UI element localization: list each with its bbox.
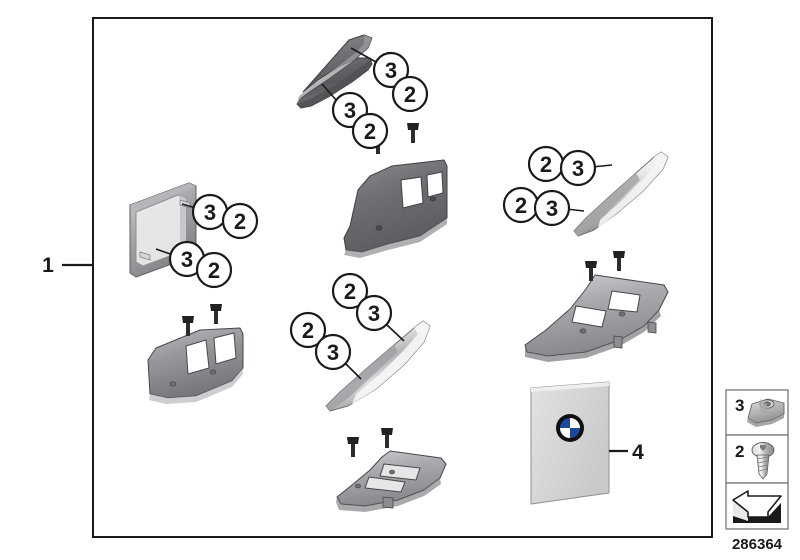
screw-icon [182, 316, 194, 336]
legend-item-screw: 2 [725, 434, 789, 484]
label-1: 1 [42, 254, 93, 277]
callout-3-left-panel: 3 [191, 193, 229, 231]
part-right-bracket [524, 251, 669, 362]
diagram-code-text: 286364 [732, 536, 783, 553]
legend-item-0-number: 3 [735, 396, 744, 415]
callout-circle [331, 272, 369, 310]
callout-2-top-center-trim: 2 [351, 112, 389, 150]
callout-3-center-blade: 3 [314, 333, 352, 371]
diagram-frame [92, 17, 713, 538]
clip-nut-icon [747, 398, 785, 427]
arrow-3d-icon [725, 482, 789, 530]
callout-2-center-blade: 2 [289, 311, 327, 349]
callout-2-right-blade: 2 [527, 145, 565, 183]
callout-number: 2 [540, 152, 552, 177]
callout-number: 3 [385, 58, 397, 83]
callout-number: 3 [546, 196, 558, 221]
callout-circle [195, 251, 233, 289]
legend-item-clip-nut: 3 [725, 389, 789, 436]
callout-number: 3 [344, 98, 356, 123]
callout-3-right-blade: 3 [559, 149, 597, 187]
legend-panel: 3 2 [725, 389, 789, 553]
callout-circle [533, 189, 571, 227]
screw-icon [613, 251, 625, 271]
screw-icon [381, 428, 393, 448]
callout-circle [289, 311, 327, 349]
callout-circle [559, 149, 597, 187]
callout-number: 2 [234, 209, 246, 234]
callout-circle [372, 51, 410, 89]
part-dark-bracket [343, 123, 448, 258]
screw-icon [407, 123, 419, 143]
callout-number: 3 [327, 340, 339, 365]
callout-number: 3 [572, 156, 584, 181]
callout-2-left-panel: 2 [195, 251, 233, 289]
callout-number: 3 [368, 301, 380, 326]
callout-number: 3 [181, 247, 193, 272]
screw-icon [585, 261, 597, 281]
callout-2-center-blade: 2 [331, 272, 369, 310]
callout-number: 2 [364, 119, 376, 144]
label-4: 4 [609, 441, 644, 464]
callout-circle [391, 75, 429, 113]
screw-icon [347, 437, 359, 457]
bmw-logo-icon [556, 414, 584, 442]
callout-number: 2 [515, 193, 527, 218]
callout-number: 2 [344, 279, 356, 304]
callout-2-top-center-trim: 2 [391, 75, 429, 113]
legend-item-1-number: 2 [735, 442, 744, 461]
part-lower-bracket [336, 428, 447, 512]
callout-circle [355, 294, 393, 332]
part-right-blade [573, 151, 669, 237]
label-1-text: 1 [42, 254, 54, 277]
callout-number: 2 [302, 318, 314, 343]
callout-circle [351, 112, 389, 150]
callout-3-right-blade: 3 [533, 189, 571, 227]
part-top-trim [296, 34, 373, 109]
callout-number: 2 [404, 82, 416, 107]
callout-number: 3 [204, 200, 216, 225]
callout-2-left-panel: 2 [221, 202, 259, 240]
callout-number: 2 [208, 258, 220, 283]
screw-icon [210, 304, 222, 324]
callout-2-right-blade: 2 [502, 186, 540, 224]
callout-circle [221, 202, 259, 240]
callout-circle [314, 333, 352, 371]
part-center-blade [325, 320, 431, 412]
part-manual [530, 381, 610, 505]
screw-icon [751, 442, 775, 480]
label-4-text: 4 [632, 441, 644, 464]
part-left-bracket [147, 304, 244, 404]
callout-3-center-blade: 3 [355, 294, 393, 332]
callout-3-top-center-trim: 3 [372, 51, 410, 89]
